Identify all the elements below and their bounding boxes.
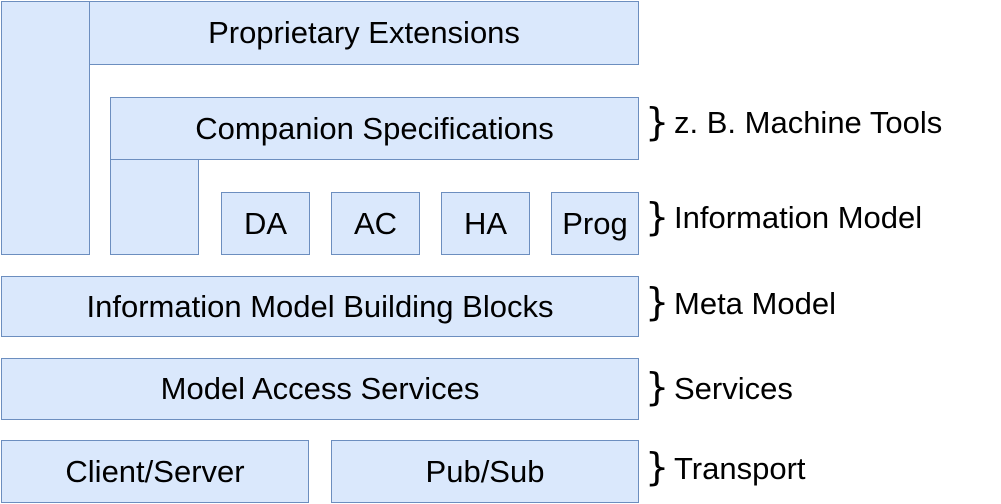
transport-label: Transport: [674, 451, 806, 486]
companion-specifications-label: Companion Specifications: [195, 110, 554, 146]
da-box: DA: [221, 192, 310, 255]
transport-brace: }: [645, 445, 670, 489]
information-model-label: Information Model: [674, 200, 923, 235]
companion-specifications-column: [110, 159, 199, 255]
ac-box: AC: [331, 192, 420, 255]
meta-model-brace: }: [645, 280, 670, 324]
ha-box: HA: [441, 192, 530, 255]
machine-tools-label: z. B. Machine Tools: [674, 105, 943, 140]
client-server-box: Client/Server: [1, 440, 309, 503]
services-brace: }: [645, 365, 670, 409]
proprietary-extensions-column: [1, 1, 90, 255]
prog-box: Prog: [551, 192, 639, 255]
proprietary-extensions-bar: [89, 1, 639, 65]
model-access-services-box: Model Access Services: [1, 358, 639, 420]
pub-sub-box: Pub/Sub: [331, 440, 639, 503]
companion-specifications-bar: [110, 97, 639, 160]
information-model-building-blocks-box: Information Model Building Blocks: [1, 276, 639, 337]
proprietary-extensions-label: Proprietary Extensions: [208, 15, 520, 50]
machine-tools-brace: }: [645, 100, 670, 144]
information-model-brace: }: [645, 195, 670, 239]
services-label: Services: [674, 371, 793, 406]
meta-model-label: Meta Model: [674, 286, 836, 321]
